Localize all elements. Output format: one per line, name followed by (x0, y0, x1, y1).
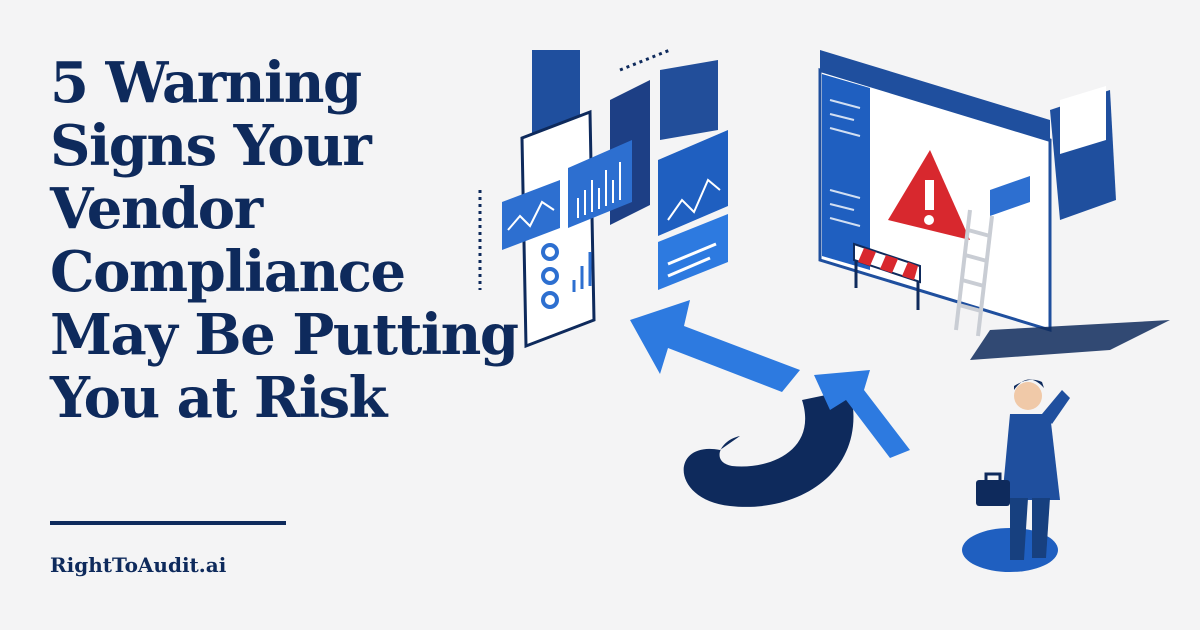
headline: 5 Warning Signs Your Vendor Compliance M… (50, 52, 610, 430)
headline-line: May Be Putting (50, 302, 519, 368)
headline-line: Compliance (50, 239, 406, 305)
businessman-icon (1002, 379, 1070, 560)
headline-line: Vendor (50, 176, 263, 242)
brand-name: RightToAudit.ai (50, 553, 227, 577)
headline-line: Signs Your (50, 113, 372, 179)
isometric-illustration (478, 48, 1170, 572)
browser-window-icon (818, 50, 1170, 360)
divider (50, 521, 286, 525)
warning-triangle-icon (888, 150, 970, 240)
headline-line: You at Risk (50, 365, 387, 431)
headline-line: 5 Warning (50, 50, 362, 116)
road-barrier-icon (853, 242, 921, 310)
briefcase-icon (976, 472, 1010, 506)
smartphone-dashboard-icon (478, 48, 728, 349)
ladder-icon (954, 209, 994, 337)
